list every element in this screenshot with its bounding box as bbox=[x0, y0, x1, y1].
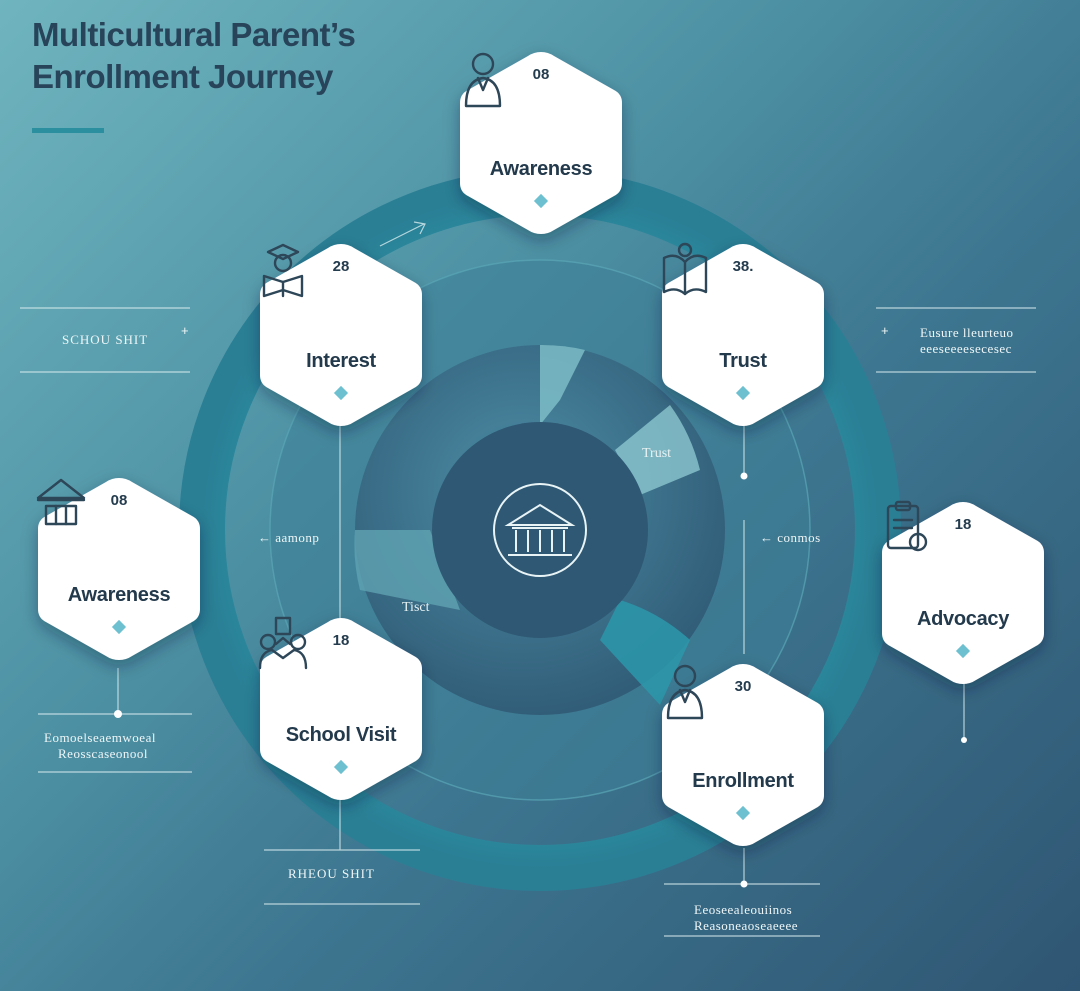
stage-node-trust: 38. Trust bbox=[658, 240, 828, 430]
person-icon bbox=[666, 664, 704, 720]
donut-segment-right bbox=[615, 405, 700, 495]
open-book-icon bbox=[662, 242, 708, 296]
school-visit-top-label: SCHOU SHIT bbox=[62, 332, 149, 347]
family-group-icon bbox=[258, 616, 308, 670]
stage-number: 30 bbox=[734, 678, 752, 695]
school-emblem-icon bbox=[504, 503, 576, 556]
school-building-icon bbox=[36, 478, 86, 526]
plus-icon: + bbox=[881, 323, 890, 338]
title-line-1: Multicultural Parent’s bbox=[32, 16, 356, 53]
clipboard-badge-icon bbox=[886, 500, 928, 552]
donut-label-tisct: Tisct bbox=[402, 600, 430, 615]
right-mid-note: ← conmos bbox=[760, 530, 821, 545]
left-bottom-note-1: Eomoelseaemwoeal bbox=[44, 730, 156, 745]
stage-number: 38. bbox=[732, 258, 754, 275]
title-underline bbox=[32, 128, 104, 133]
mid-ring-line bbox=[269, 259, 811, 801]
donut-segment-left bbox=[354, 530, 460, 610]
school-visit-bottom-label: RHEOU SHIT bbox=[288, 866, 375, 881]
stage-label: Enrollment bbox=[692, 770, 794, 792]
page-title: Multicultural Parent’s Enrollment Journe… bbox=[32, 14, 452, 98]
hexagon-card bbox=[260, 618, 422, 800]
stage-label: School Visit bbox=[285, 724, 397, 746]
stage-number: 28 bbox=[332, 258, 350, 275]
right-bottom-note-1: Eeoseealeouiinos bbox=[694, 902, 793, 917]
right-top-note-2: eeeseeeesecesec bbox=[920, 341, 1012, 356]
left-bottom-note-2: Reosscaseonool bbox=[58, 746, 149, 761]
scholar-reading-icon bbox=[262, 243, 304, 298]
title-line-2: Enrollment Journey bbox=[32, 58, 333, 95]
stage-number: 08 bbox=[532, 66, 550, 83]
donut-segment-bottom bbox=[600, 600, 690, 705]
hexagon-card bbox=[38, 478, 200, 660]
plus-icon: + bbox=[181, 323, 190, 338]
stage-label: Trust bbox=[719, 350, 767, 372]
person-icon bbox=[464, 52, 502, 108]
left-mid-note: ← aamonp bbox=[258, 530, 320, 545]
stage-number: 18 bbox=[954, 516, 972, 533]
center-emblem-ring bbox=[493, 483, 587, 577]
right-top-note-1: Eusure lleurteuo bbox=[920, 325, 1014, 340]
hexagon-card bbox=[260, 244, 422, 426]
stage-number: 18 bbox=[332, 632, 350, 649]
stage-label: Awareness bbox=[489, 158, 593, 180]
donut-segment-top bbox=[540, 344, 585, 425]
donut-label-trust: Trust bbox=[642, 446, 672, 461]
stage-label: Advocacy bbox=[916, 608, 1010, 630]
stage-label: Interest bbox=[306, 350, 376, 372]
stage-number: 08 bbox=[110, 492, 128, 509]
right-bottom-note-2: Reasoneaoseaeeee bbox=[694, 918, 798, 933]
stage-label: Awareness bbox=[67, 584, 171, 606]
